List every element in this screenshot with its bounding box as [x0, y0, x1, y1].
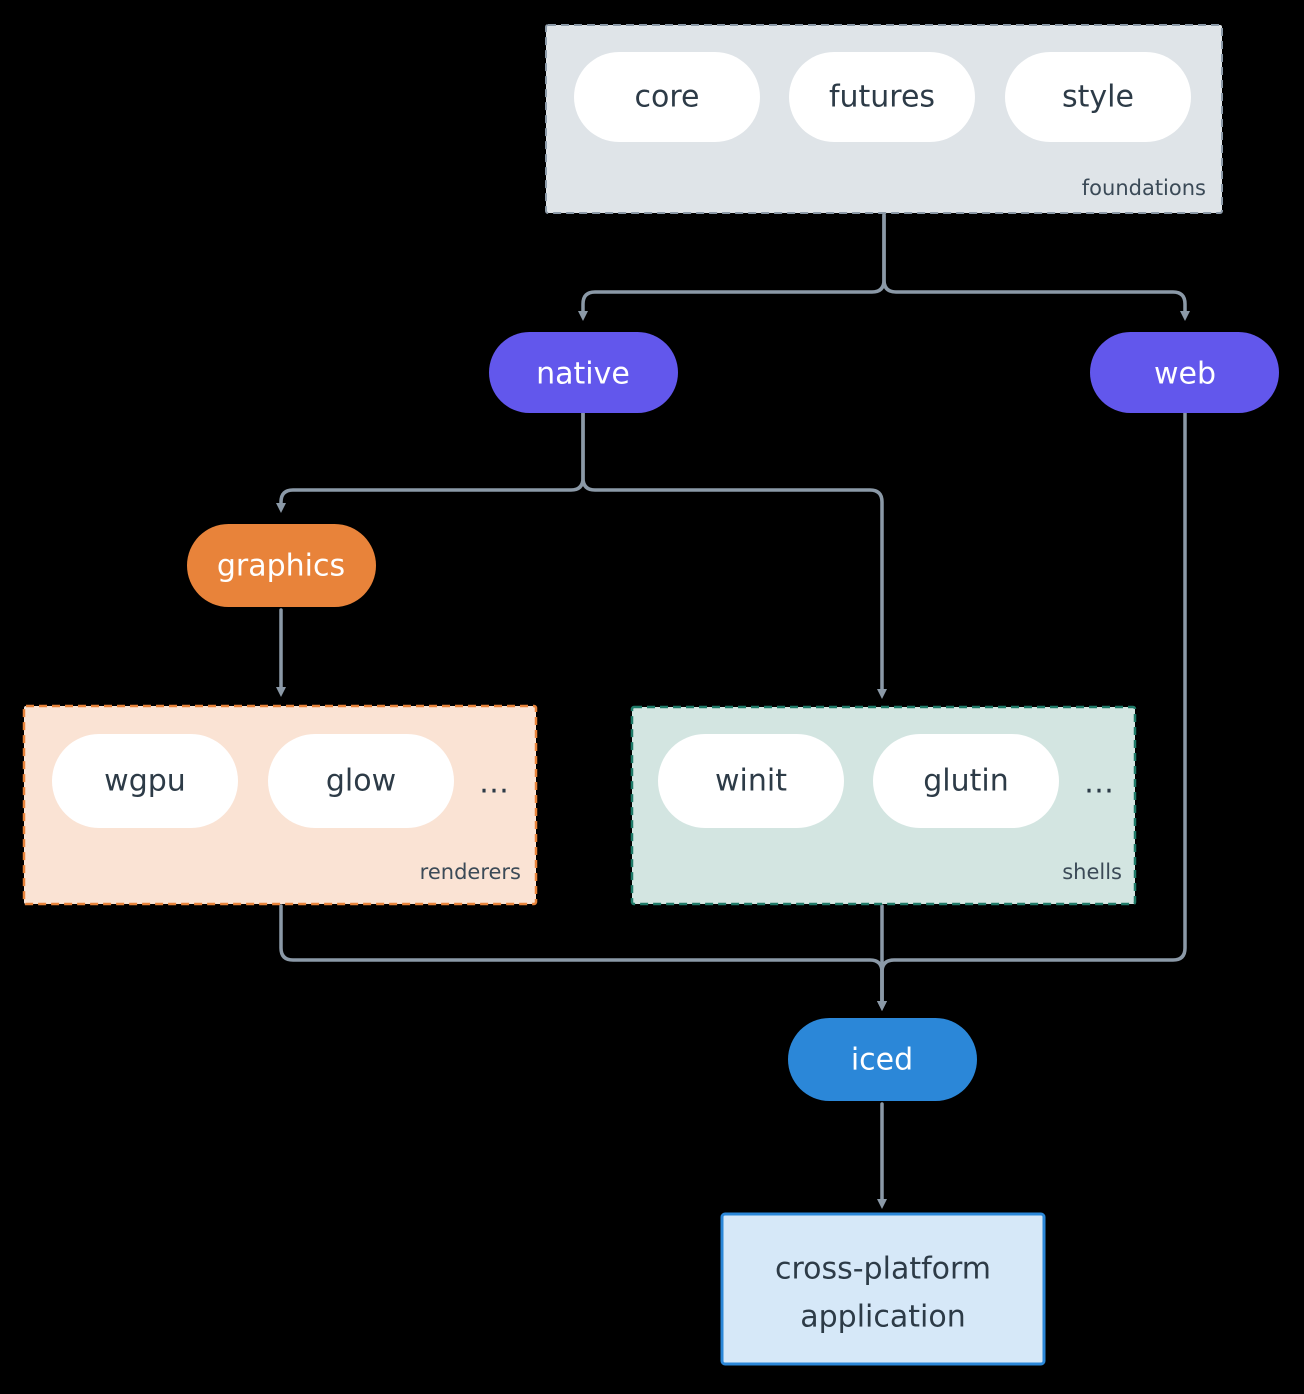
node-native-shape [489, 332, 678, 413]
pill-wgpu[interactable]: wgpu [52, 734, 238, 828]
pill-winit-label: winit [715, 764, 787, 799]
edge-foundations-to-web [882, 213, 1190, 321]
edge-foundations-to-native [578, 213, 886, 321]
pill-style-shape [1005, 52, 1191, 142]
pill-futures-label: futures [829, 80, 935, 115]
pill-style[interactable]: style [1005, 52, 1191, 142]
node-web-shape [1090, 332, 1279, 413]
pill-core[interactable]: core [574, 52, 760, 142]
edge-native-to-shells [581, 410, 887, 699]
pill-winit-shape [658, 734, 844, 828]
pill-futures[interactable]: futures [789, 52, 975, 142]
edge-renderers-to-iced [279, 904, 887, 1011]
node-web[interactable]: web [1090, 332, 1279, 413]
pill-futures-shape [789, 52, 975, 142]
node-application-shape [720, 1212, 1046, 1366]
pill-glutin-shape [873, 734, 1059, 828]
node-native-label: native [536, 357, 630, 392]
node-iced-label: iced [851, 1043, 913, 1078]
node-application-label-line1: cross-platform [775, 1252, 991, 1287]
node-graphics-label: graphics [217, 549, 345, 584]
node-iced-shape [788, 1018, 977, 1101]
group-shells-label: shells [1062, 860, 1122, 884]
pill-core-label: core [635, 80, 700, 115]
pill-glow[interactable]: glow [268, 734, 454, 828]
pill-wgpu-label: wgpu [104, 764, 186, 799]
node-graphics[interactable]: graphics [187, 524, 376, 607]
edges-layer [276, 213, 1190, 1209]
node-web-label: web [1154, 357, 1216, 392]
node-native[interactable]: native [489, 332, 678, 413]
node-iced[interactable]: iced [788, 1018, 977, 1101]
node-application[interactable]: cross-platform application [720, 1212, 1046, 1366]
pill-style-label: style [1062, 80, 1134, 115]
node-application-label-line2: application [800, 1300, 965, 1335]
pill-wgpu-shape [52, 734, 238, 828]
pill-core-shape [574, 52, 760, 142]
edge-web-to-iced [877, 410, 1187, 1011]
group-foundations-label: foundations [1082, 176, 1206, 200]
group-renderers: wgpu glow … renderers [22, 704, 538, 906]
group-foundations: core futures style foundations [545, 24, 1223, 214]
renderers-ellipsis: … [479, 766, 509, 801]
pill-glutin-label: glutin [923, 764, 1009, 799]
pill-winit[interactable]: winit [658, 734, 844, 828]
group-shells: winit glutin … shells [630, 705, 1137, 906]
pill-glow-shape [268, 734, 454, 828]
edge-native-to-graphics [276, 410, 585, 513]
shells-ellipsis: … [1084, 766, 1114, 801]
pill-glow-label: glow [326, 764, 396, 799]
group-renderers-label: renderers [420, 860, 521, 884]
node-graphics-shape [187, 524, 376, 607]
pill-glutin[interactable]: glutin [873, 734, 1059, 828]
